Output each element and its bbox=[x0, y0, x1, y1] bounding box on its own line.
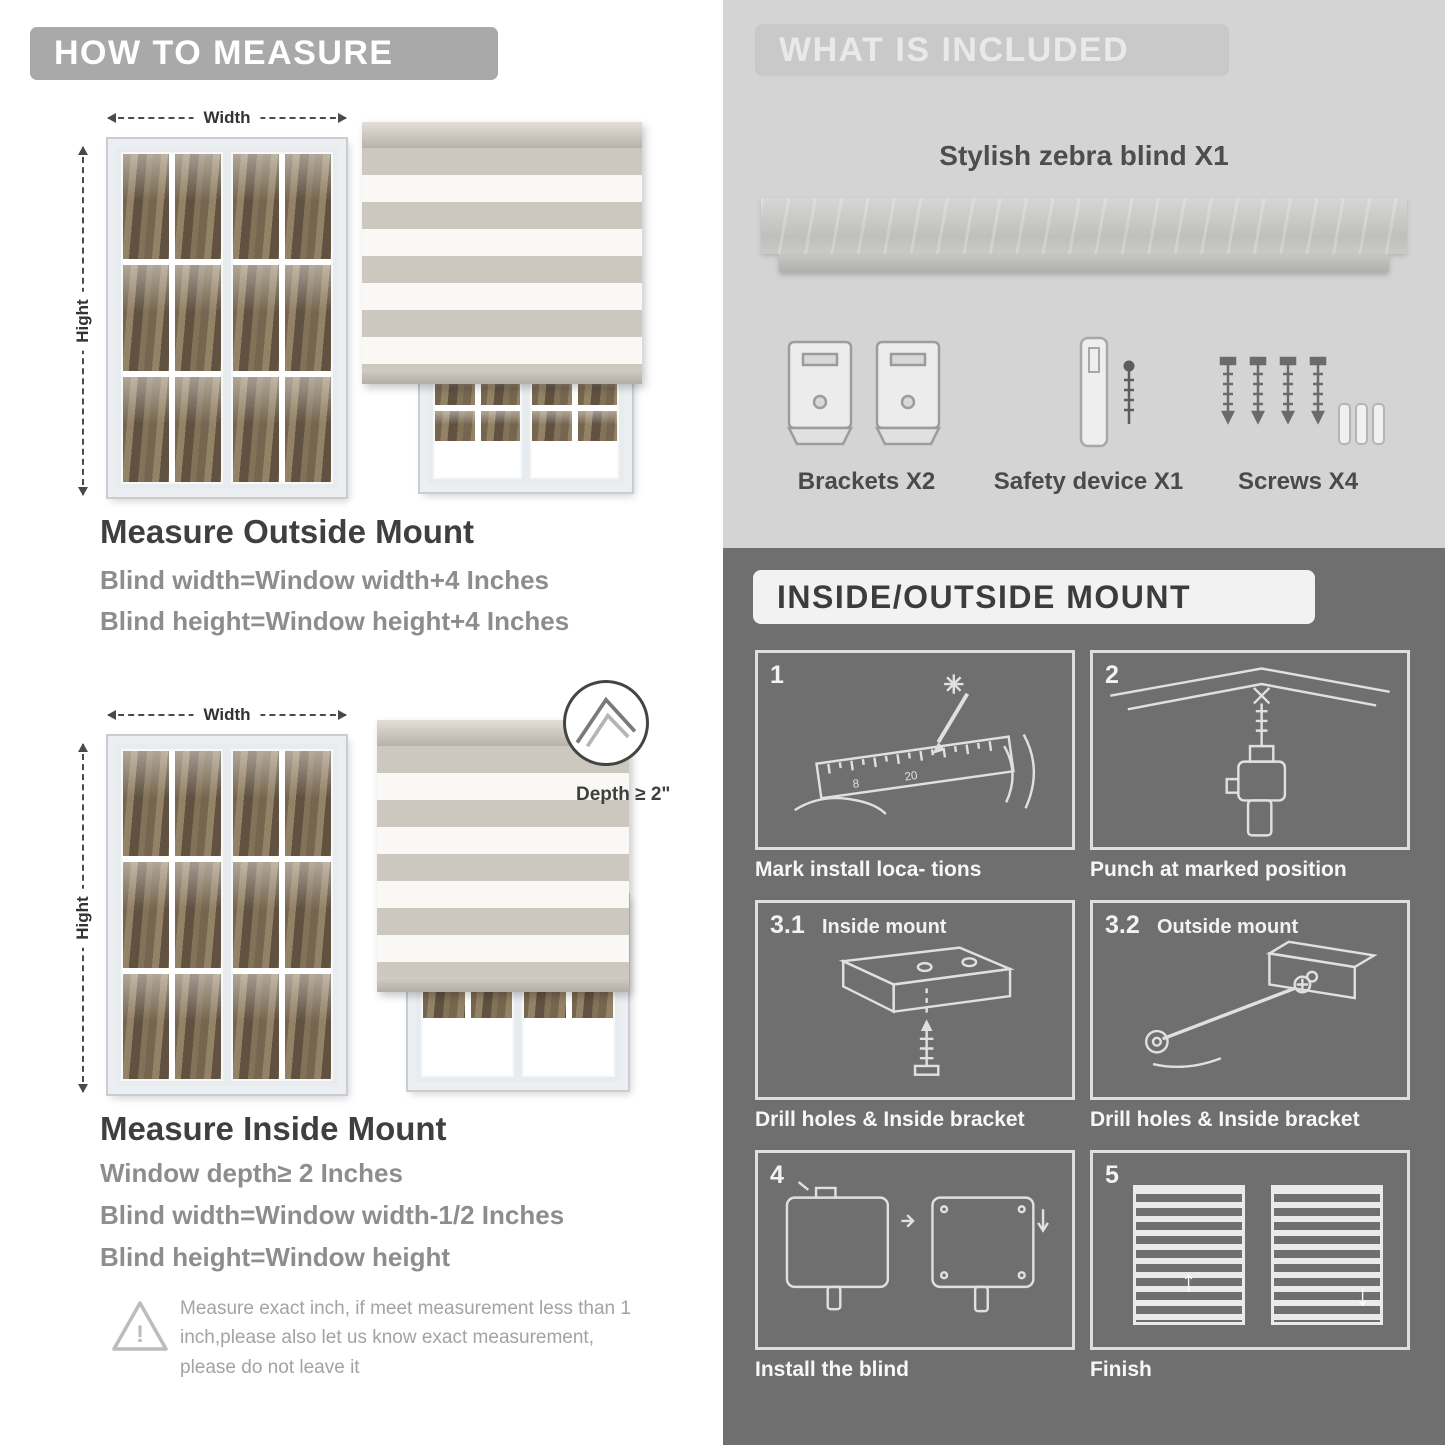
window-sash bbox=[433, 373, 522, 479]
included-item-title: Stylish zebra blind X1 bbox=[939, 140, 1229, 171]
step-caption-4: Install the blind bbox=[755, 1358, 910, 1381]
safety-device-label: Safety device X1 bbox=[993, 468, 1184, 495]
blind-stripes bbox=[362, 148, 642, 369]
step-caption-2: Punch at marked position bbox=[1090, 858, 1347, 881]
blind-stripes bbox=[377, 746, 629, 977]
window-sash bbox=[231, 749, 333, 1081]
step-caption-3-1: Drill holes & Inside bracket bbox=[755, 1108, 1025, 1131]
brackets-label: Brackets X2 bbox=[797, 468, 936, 495]
step-panel-2: 2 bbox=[1090, 650, 1410, 850]
height-label: Hight bbox=[72, 888, 94, 948]
blind-bottomrail bbox=[362, 369, 642, 384]
window-corner-icon bbox=[575, 696, 637, 748]
height-arrow: Hight bbox=[72, 146, 94, 496]
inside-mount-title: Measure Inside Mount bbox=[100, 1110, 447, 1147]
svg-text:8: 8 bbox=[852, 777, 860, 791]
drill-icon bbox=[1110, 667, 1390, 837]
window-illustration bbox=[108, 736, 346, 1094]
inside-mount-diagram: Width Hight bbox=[72, 700, 350, 1100]
step-number: 3.1 bbox=[770, 911, 805, 939]
headrail-valance bbox=[779, 254, 1389, 272]
svg-text:!: ! bbox=[136, 1321, 144, 1348]
outside-mount-title: Measure Outside Mount bbox=[100, 513, 475, 550]
blind-headrail bbox=[362, 122, 642, 148]
inside-bracket-icon bbox=[838, 946, 1015, 1076]
height-arrow: Hight bbox=[72, 743, 94, 1093]
width-arrow: Width bbox=[107, 107, 347, 129]
width-label: Width bbox=[193, 704, 261, 726]
step-number: 2 bbox=[1105, 661, 1119, 689]
safety-device-icon bbox=[1079, 336, 1135, 448]
step-caption-1: Mark install loca- tions bbox=[755, 858, 982, 881]
screws-icon bbox=[1219, 356, 1385, 445]
mark-location-icon: 8 20 bbox=[794, 674, 1036, 815]
height-label: Hight bbox=[72, 291, 94, 351]
mount-section-header: INSIDE/OUTSIDE MOUNT bbox=[753, 570, 1315, 624]
step-panel-3-1: 3.1 Inside mount bbox=[755, 900, 1075, 1100]
step-caption-5: Finish bbox=[1090, 1358, 1152, 1381]
width-arrow: Width bbox=[107, 704, 347, 726]
depth-callout-label: Depth ≥ 2" bbox=[576, 784, 671, 805]
outside-mount-line2: Blind height=Window height+4 Inches bbox=[100, 606, 570, 636]
blind-bottomrail bbox=[377, 977, 629, 992]
window-illustration bbox=[108, 139, 346, 497]
screws-label: Screws X4 bbox=[1237, 468, 1359, 495]
what-is-included-section: WHAT IS INCLUDED Stylish zebra blind X1 bbox=[723, 0, 1445, 548]
depth-callout-circle bbox=[563, 680, 649, 766]
window-sash bbox=[231, 152, 333, 484]
measure-warning-text: Measure exact inch, if meet measurement … bbox=[180, 1298, 631, 1378]
outside-mount-line1: Blind width=Window width+4 Inches bbox=[100, 565, 549, 595]
outside-bracket-icon bbox=[1144, 940, 1378, 1069]
outside-mount-diagram: Width Hight bbox=[72, 103, 350, 503]
width-label: Width bbox=[193, 107, 261, 129]
arrow-down-icon: ↓ bbox=[1355, 1279, 1370, 1312]
step-panel-4: 4 bbox=[755, 1150, 1075, 1350]
headrail-illustration bbox=[761, 198, 1407, 254]
step-caption-3-2: Drill holes & Inside bracket bbox=[1090, 1108, 1360, 1131]
step-panel-5: 5 ↑ ↓ bbox=[1090, 1150, 1410, 1350]
finished-blind-up bbox=[1133, 1185, 1245, 1325]
step-number: 5 bbox=[1105, 1161, 1119, 1189]
zebra-blind-illustration bbox=[362, 122, 642, 384]
step-number: 3.2 bbox=[1105, 911, 1140, 939]
svg-text:20: 20 bbox=[904, 769, 919, 784]
inside-mount-line2: Blind width=Window width-1/2 Inches bbox=[100, 1200, 565, 1230]
window-sash bbox=[121, 749, 223, 1081]
window-sash bbox=[121, 152, 223, 484]
finished-blind-down bbox=[1271, 1185, 1383, 1325]
step-label: Outside mount bbox=[1157, 916, 1299, 938]
step-label: Inside mount bbox=[822, 916, 947, 938]
step-panel-3-2: 3.2 Outside mount bbox=[1090, 900, 1410, 1100]
how-to-measure-header: HOW TO MEASURE bbox=[30, 27, 498, 80]
install-blind-icon bbox=[785, 1181, 1049, 1313]
step-number: 4 bbox=[770, 1161, 784, 1189]
window-sash bbox=[530, 373, 619, 479]
step-panel-1: 1 8 20 bbox=[755, 650, 1075, 850]
brackets-icon bbox=[786, 340, 942, 446]
what-is-included-header: WHAT IS INCLUDED bbox=[755, 24, 1229, 76]
arrow-up-icon: ↑ bbox=[1181, 1265, 1196, 1298]
step-number: 1 bbox=[770, 661, 784, 689]
warning-triangle-icon: ! bbox=[112, 1301, 168, 1351]
inside-mount-line3: Blind height=Window height bbox=[100, 1242, 450, 1272]
mount-instructions-section: INSIDE/OUTSIDE MOUNT 1 8 20 2 bbox=[723, 548, 1445, 1445]
inside-mount-line1: Window depth≥ 2 Inches bbox=[100, 1158, 403, 1188]
